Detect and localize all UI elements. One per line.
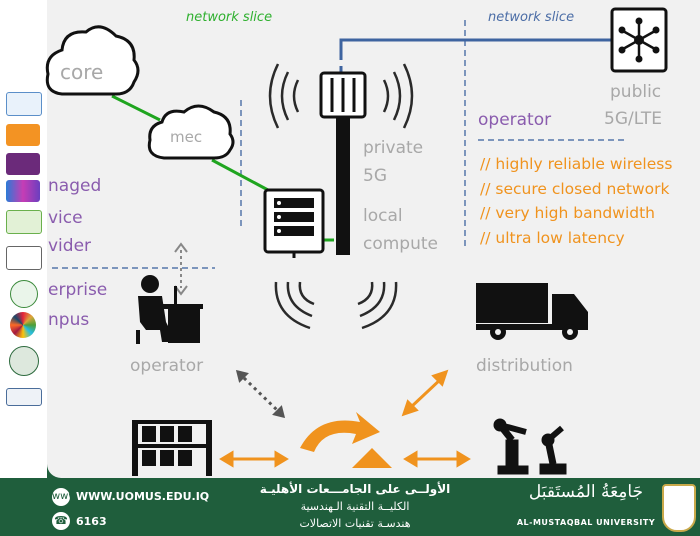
compute-label: compute: [363, 234, 438, 254]
feature-item: // very high bandwidth: [480, 204, 655, 222]
rur-logo: [6, 92, 42, 116]
multirank-logo: [6, 180, 40, 202]
5g-label: 5G: [363, 166, 387, 186]
arabic-line-3: هندسـة تقنيات الاتصالات: [299, 517, 411, 530]
university-name-arabic: جَامِعَةُ المُستَقبَل: [528, 482, 644, 502]
footer-bar: www WWW.UOMUS.EDU.IQ ☎ 6163 الأولــى على…: [0, 478, 700, 536]
green-link-mec-server: [211, 158, 269, 192]
quality-logo: [10, 280, 38, 308]
phone-icon: ☎: [52, 512, 70, 530]
operator-bottom-label: operator: [130, 356, 204, 376]
orange-diagonal-arrow-icon: [401, 369, 449, 417]
public-label: public: [610, 82, 662, 102]
feature-item: // ultra low latency: [480, 228, 625, 247]
managed-label-line3: vider: [48, 236, 92, 256]
the-logo: [6, 124, 40, 146]
phone-number: 6163: [76, 515, 107, 528]
distribution-label: distribution: [476, 356, 573, 376]
operator-desk-icon: [136, 275, 203, 344]
arabic-line-2: الكليــة التقنية الـهندسية: [300, 500, 410, 513]
orange-right-arrow-icon: [403, 450, 471, 468]
website-text: WWW.UOMUS.EDU.IQ: [76, 490, 210, 503]
network-hub-icon: [610, 7, 668, 73]
radio-waves-bottom-icon: [274, 281, 398, 330]
cloud-mec-icon: [147, 104, 235, 160]
5g-lte-label: 5G/LTE: [604, 109, 662, 129]
managed-label-line2: vice: [48, 208, 83, 228]
sdg-logo: [10, 312, 36, 338]
feature-list: // highly reliable wireless // secure cl…: [480, 152, 672, 250]
truck-icon: [476, 283, 588, 340]
accreditation-logo-strip: [0, 0, 47, 480]
slide-panel: [47, 0, 700, 478]
network-diagram: [45, 7, 668, 476]
cloud-core-icon: [45, 25, 140, 96]
core-label: core: [60, 60, 104, 84]
warehouse-shelves-icon: [132, 420, 212, 476]
globe-icon: www: [52, 488, 77, 506]
webometrics-logo: [6, 388, 42, 406]
greenmetric-logo: [6, 210, 42, 234]
network-slice-blue-label: network slice: [488, 10, 575, 25]
feature-item: // secure closed network: [480, 179, 670, 198]
dotted-arrow-icon: [235, 369, 286, 419]
local-label: local: [363, 206, 403, 226]
enterprise-label-line2: npus: [48, 310, 90, 330]
cell-tower-icon: [319, 71, 367, 255]
feature-item: // highly reliable wireless: [480, 155, 673, 173]
university-emblem-logo: [662, 484, 696, 532]
server-icon: [263, 188, 325, 258]
network-slice-green-label: network slice: [186, 10, 273, 25]
operator-right-label: operator: [478, 110, 552, 130]
private-label: private: [363, 138, 424, 158]
mec-label: mec: [170, 128, 203, 146]
green-link-core-mec: [111, 94, 161, 122]
radio-waves-top-icon: [268, 63, 414, 129]
blue-slice-link: [339, 38, 612, 60]
arabic-line-1: الأولــى على الجامـــعات الأهليـة: [259, 482, 451, 496]
emblem-logo: [9, 346, 39, 376]
robot-arm-icon: [493, 418, 567, 475]
orange-left-arrow-icon: [219, 450, 289, 468]
ministry-logo: [6, 246, 42, 270]
university-name-english: AL-MUSTAQBAL UNIVERSITY: [516, 518, 656, 527]
the-university-impact-logo: [6, 153, 40, 175]
cycle-arrows-icon: [300, 412, 392, 468]
managed-label-line1: naged: [48, 176, 102, 196]
enterprise-label-line1: erprise: [48, 280, 108, 300]
